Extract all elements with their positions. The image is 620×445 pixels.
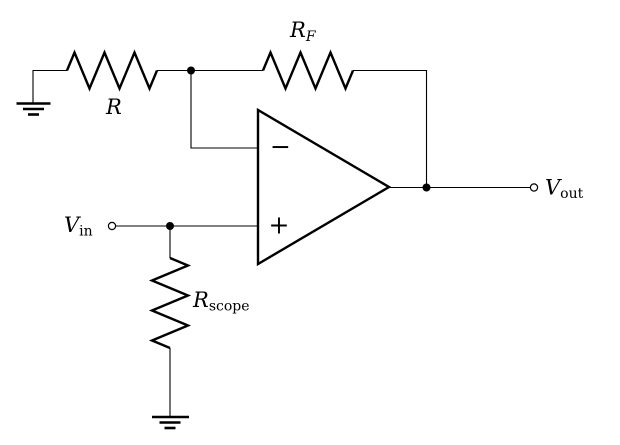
label-vout: Vout bbox=[545, 176, 584, 203]
junction-dot-output bbox=[422, 183, 431, 192]
resistor-r bbox=[65, 49, 159, 92]
label-vin: Vin bbox=[64, 213, 93, 240]
junction-dot-input bbox=[166, 222, 174, 230]
wire-junction-to-inverting-input bbox=[190, 70, 258, 149]
junction-dot-feedback bbox=[187, 66, 195, 75]
ground-symbol-bottom bbox=[152, 415, 189, 430]
label-rf: RF bbox=[289, 18, 317, 45]
opamp-noninverting-label: + bbox=[269, 211, 290, 240]
label-r: R bbox=[105, 95, 122, 119]
vout-terminal bbox=[529, 183, 539, 192]
label-rscope: Rscope bbox=[192, 288, 250, 315]
resistor-rscope bbox=[148, 256, 192, 350]
opamp-inverting-label: − bbox=[270, 132, 291, 161]
vin-terminal bbox=[107, 221, 117, 231]
wire-rf-to-output-node bbox=[353, 69, 428, 188]
opamp-triangle bbox=[256, 107, 392, 267]
resistor-rf bbox=[261, 49, 355, 92]
ground-symbol-left bbox=[16, 102, 51, 116]
wire-ground-to-r bbox=[32, 69, 67, 104]
